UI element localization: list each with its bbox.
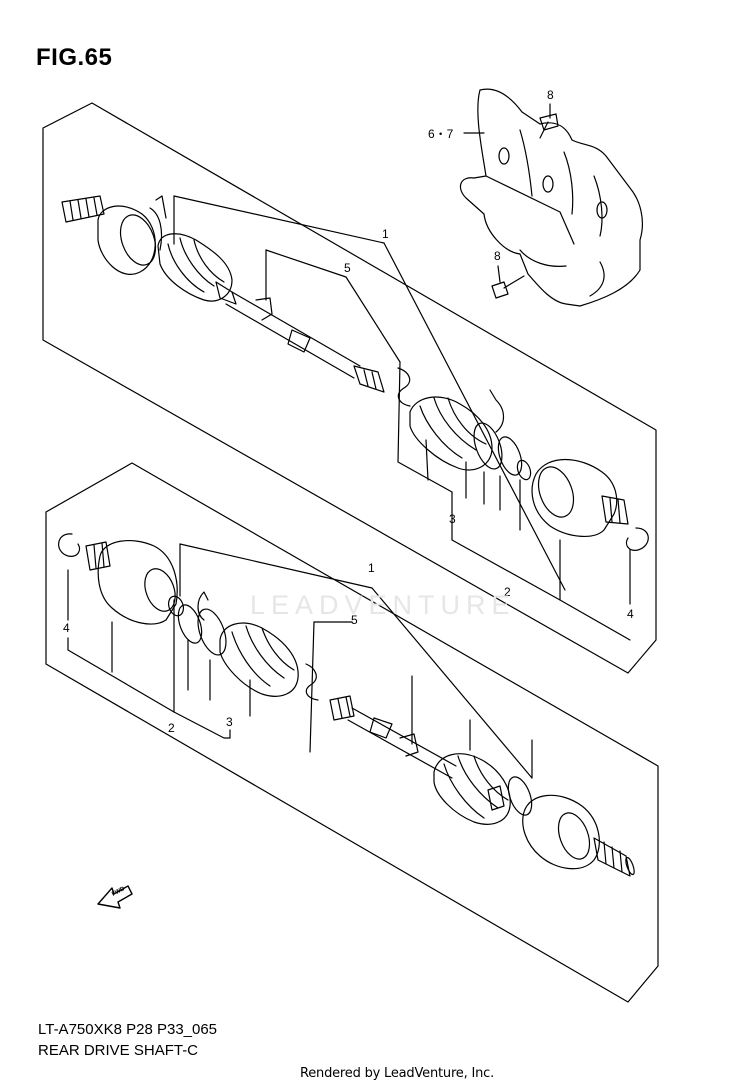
figure-title: FIG.65 — [36, 44, 113, 71]
bracket-callout-6-7: 6・7 — [428, 127, 454, 141]
upper-inner-cv-housing — [531, 458, 629, 537]
lower-outer-boot — [433, 753, 511, 825]
lower-callout-1: 1 — [368, 561, 375, 575]
upper-shaft — [225, 291, 385, 393]
protector-bracket — [459, 88, 643, 307]
lower-assembly-panel — [45, 462, 659, 1003]
lower-inner-cv-housing — [85, 539, 178, 625]
callout-numbers: 1 5 3 2 4 6・7 8 8 1 5 4 2 3 FWD — [63, 88, 634, 898]
upper-boot-bands — [473, 422, 532, 481]
lower-callout-2: 2 — [168, 721, 175, 735]
watermark: LEADVENTURE — [250, 590, 516, 620]
bracket-bolt-lower — [491, 275, 525, 299]
rendered-by-credit: Rendered by LeadVenture, Inc. — [300, 1066, 495, 1081]
bracket-bolt-top — [539, 113, 559, 139]
upper-inner-clip — [397, 367, 411, 407]
upper-callout-4: 4 — [627, 607, 634, 621]
upper-callout-5: 5 — [344, 261, 351, 275]
lower-callout-4: 4 — [63, 621, 70, 635]
lower-outer-band — [507, 776, 533, 816]
upper-outer-cv-joint — [61, 195, 167, 275]
upper-assembly-panel — [42, 102, 657, 674]
diagram-name: REAR DRIVE SHAFT-C — [38, 1042, 199, 1059]
upper-outer-boot — [157, 233, 237, 305]
upper-callout-leaders — [173, 195, 631, 641]
lower-inner-boot — [197, 591, 299, 697]
upper-callout-2: 2 — [504, 585, 511, 599]
fwd-arrow-icon — [97, 885, 133, 909]
upper-callout-3: 3 — [449, 512, 456, 526]
lower-circlip — [58, 533, 81, 557]
upper-inner-boot — [409, 389, 505, 471]
lower-outer-cv-joint — [522, 794, 635, 877]
upper-circlip — [625, 527, 649, 551]
lower-callout-leaders — [67, 543, 533, 779]
bracket-callout-leaders — [463, 103, 551, 283]
lower-callout-5: 5 — [351, 613, 358, 627]
bracket-callout-8-lower: 8 — [494, 249, 501, 263]
bracket-callout-8-top: 8 — [547, 88, 554, 102]
lower-shaft — [329, 695, 457, 779]
lower-callout-3: 3 — [226, 715, 233, 729]
model-code: LT-A750XK8 P28 P33_065 — [38, 1021, 218, 1038]
upper-callout-1: 1 — [382, 227, 389, 241]
